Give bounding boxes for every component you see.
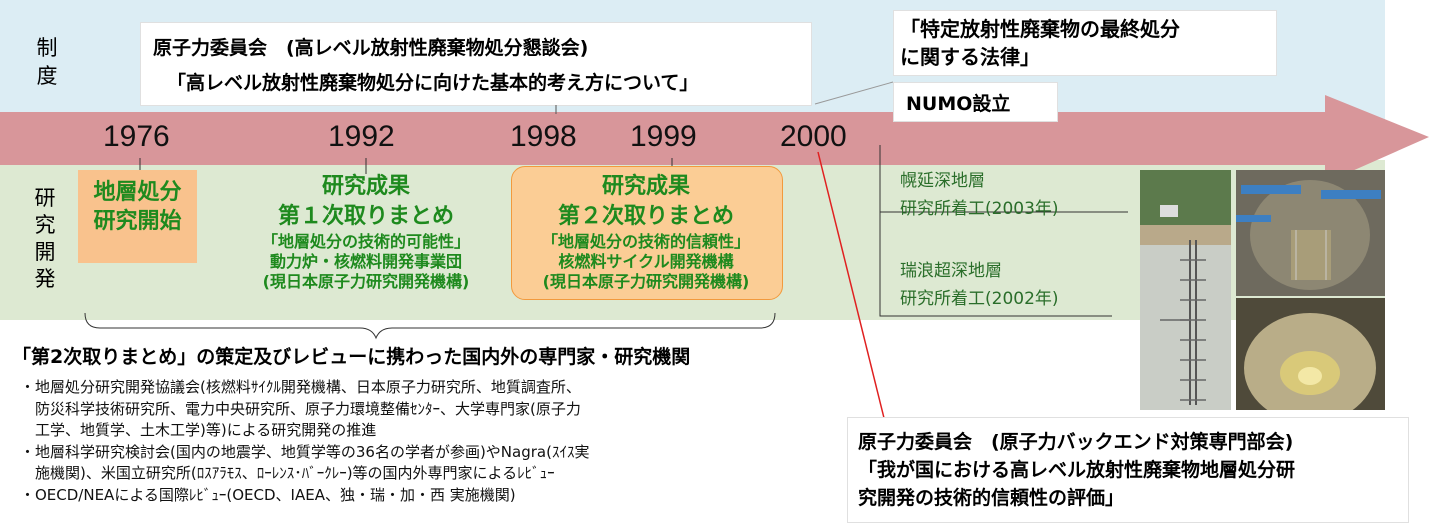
mizunami-lab: 瑞浪超深地層 研究所着工(2002年) [900,261,1059,309]
year-2000: 2000 [780,120,847,153]
aec-discussion-box: 原子力委員会 (高レベル放射性廃棄物処分懇談会) 「高レベル放射性廃棄物処分に向… [140,22,812,106]
year-1999: 1999 [630,120,697,153]
year-1992: 1992 [328,120,395,153]
tunnel-photo-1 [1236,170,1385,296]
final-disposal-law-box: 「特定放射性廃棄物の最終処分 に関する法律」 [893,10,1277,76]
experts-item: 防災科学技術研究所、電力中央研究所、原子力環境整備ｾﾝﾀｰ、大学専門家(原子力 [20,399,581,418]
law-title-line2: に関する法律」 [900,45,1040,69]
horonobe-lab: 幌延深地層 研究所着工(2003年) [900,171,1059,219]
facility-diagram-image [1140,170,1231,410]
research-start-box [78,170,197,263]
aec-discussion-report: 「高レベル放射性廃棄物処分に向けた基本的考え方について」 [167,72,699,94]
experts-item: 工学、地質学、土木工学)等)による研究開発の推進 [20,421,377,439]
experts-title: 「第2次取りまとめ」の策定及びレビューに携わった国内外の専門家・研究機関 [12,346,691,368]
first-compilation: 研究成果 第１次取りまとめ 「地層処分の技術的可能性」 動力炉・核燃料開発事業団… [261,174,470,291]
research-start-text: 地層処分 研究開始 [93,180,182,234]
system-row-label: 制 度 [36,36,58,88]
timeline-arrow [0,95,1429,183]
experts-item: ・地層処分研究開発協議会(核燃料ｻｲｸﾙ開発機構、日本原子力研究所、地質調査所、 [20,378,581,396]
numo-box: NUMO設立 [893,82,1058,122]
experts-item: ・地層科学研究検討会(国内の地震学、地質学等の36名の学者が参画)やNagra(… [20,442,590,461]
experts-list: ・地層処分研究開発協議会(核燃料ｻｲｸﾙ開発機構、日本原子力研究所、地質調査所、… [20,377,830,506]
aec-backend-box: 原子力委員会 (原子力バックエンド対策専門部会) 「我が国における高レベル放射性… [847,417,1409,523]
aec-discussion-title: 原子力委員会 (高レベル放射性廃棄物処分懇談会) [153,37,589,59]
tunnel-photo-2 [1236,298,1385,410]
experts-item: 施機関)、米国立研究所(ﾛｽｱﾗﾓｽ、ﾛｰﾚﾝｽ･ﾊﾞｰｸﾚｰ)等の国内外専門家… [20,464,555,482]
year-1998: 1998 [510,120,577,153]
research-row-label: 研 究 開 発 [34,186,56,291]
second-compilation-box [511,166,783,300]
aec-backend-report-line2: 究開発の技術的信頼性の評価」 [858,487,1125,509]
second-compilation: 研究成果 第２次取りまとめ 「地層処分の技術的信頼性」 核燃料サイクル開発機構 … [541,174,750,291]
numo-label: NUMO設立 [906,93,1011,115]
aec-backend-report-line1: 「我が国における高レベル放射性廃棄物地層処分研 [858,459,1296,481]
law-title-line1: 「特定放射性廃棄物の最終処分 [900,17,1180,41]
experts-item: ・OECD/NEAによる国際ﾚﾋﾞｭｰ(OECD、IAEA、独・瑞・加・西 実施… [20,485,516,504]
year-1976: 1976 [103,120,170,153]
aec-backend-title: 原子力委員会 (原子力バックエンド対策専門部会) [858,431,1294,453]
